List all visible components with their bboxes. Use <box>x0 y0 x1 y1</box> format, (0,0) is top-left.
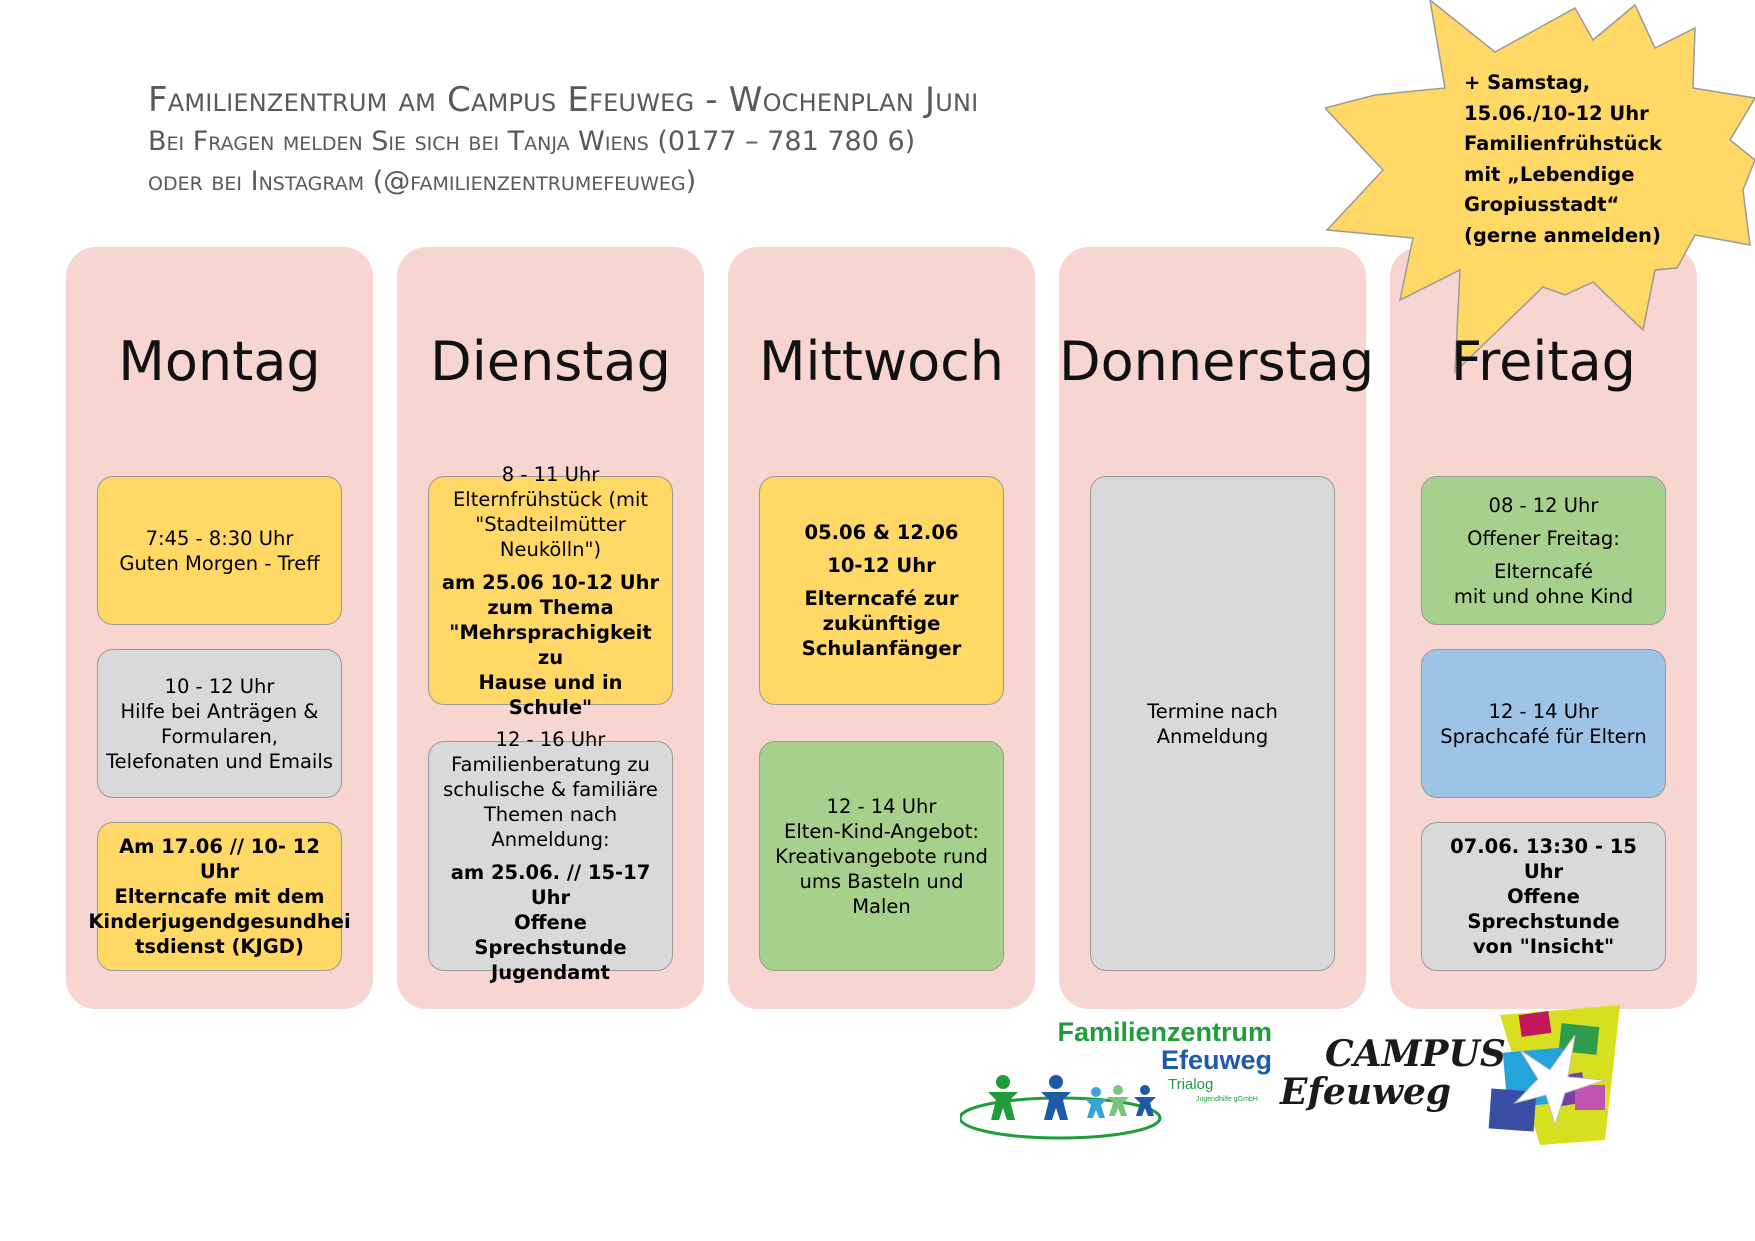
star-line: mit „Lebendige <box>1464 162 1635 186</box>
event-box-freitag-2: 12 - 14 Uhr Sprachcafé für Eltern <box>1421 649 1666 798</box>
logo-text: Trialog <box>1168 1076 1214 1093</box>
event-line: Hause und in Schule" <box>478 670 623 719</box>
event-line: von "Insicht" <box>1472 935 1615 958</box>
event-box-montag-3: Am 17.06 // 10- 12 Uhr Elterncafe mit de… <box>88 822 351 971</box>
event-line: Anmeldung: <box>491 828 610 851</box>
event-line: Elten-Kind-Angebot: <box>784 819 979 843</box>
event-line: Anmeldung <box>1156 724 1269 748</box>
day-title-montag: Montag <box>118 330 321 393</box>
column-donnerstag: Donnerstag Termine nach Anmeldung <box>1059 247 1375 1009</box>
day-title-mittwoch: Mittwoch <box>758 330 1005 393</box>
ivy-leaf-icon <box>1488 1005 1620 1145</box>
event-line: Formularen, <box>161 724 278 748</box>
event-line: Jugendamt <box>491 961 610 984</box>
starburst-text: + Samstag, 15.06./10-12 Uhr Familienfrüh… <box>1464 68 1674 251</box>
familienzentrum-logo: Familienzentrum Efeuweg Trialog Jugendhi… <box>960 1010 1280 1140</box>
instagram-line: oder bei Instagram (@familienzentrumefeu… <box>148 166 697 197</box>
campus-efeuweg-logo: CAMPUS Efeuweg <box>1280 1005 1640 1145</box>
event-line: zum Thema <box>487 595 614 619</box>
event-line: 10 - 12 Uhr <box>164 674 275 698</box>
event-line: Elterncafé zur <box>804 587 959 610</box>
star-line: Gropiusstadt“ <box>1464 193 1620 216</box>
logo-text: Efeuweg <box>1280 1071 1452 1113</box>
event-line: Offene Sprechstunde <box>474 911 627 959</box>
event-line: Hilfe bei Anträgen & <box>120 699 319 723</box>
event-line: mit und ohne Kind <box>1453 584 1634 608</box>
event-line: Elterncafé <box>1494 559 1593 583</box>
event-line: Themen nach <box>483 803 618 826</box>
event-line: Guten Morgen - Treff <box>119 551 320 575</box>
event-line: Termine nach <box>1147 699 1278 723</box>
event-line: ums Basteln und Malen <box>799 869 964 918</box>
event-line: 12 - 16 Uhr <box>495 728 606 751</box>
event-line: 12 - 14 Uhr <box>1488 699 1599 723</box>
event-box-montag-1: 7:45 - 8:30 Uhr Guten Morgen - Treff <box>97 476 342 625</box>
event-line: 07.06. 13:30 - 15 Uhr <box>1450 835 1637 883</box>
event-line: Elternfrühstück (mit <box>452 487 649 511</box>
logo-text: CAMPUS <box>1325 1033 1506 1075</box>
event-line: "Mehrsprachigkeit zu <box>449 620 652 669</box>
event-box-freitag-3: 07.06. 13:30 - 15 Uhr Offene Sprechstund… <box>1421 822 1666 971</box>
logo-text: Jugendhilfe gGmbH <box>1196 1096 1258 1103</box>
event-line: 08 - 12 Uhr <box>1488 493 1599 517</box>
star-line: (gerne anmelden) <box>1464 223 1661 247</box>
event-line: zukünftige <box>822 612 941 635</box>
logo-text: Familienzentrum <box>1057 1017 1272 1047</box>
event-box-montag-2: 10 - 12 Uhr Hilfe bei Anträgen & Formula… <box>97 649 342 798</box>
event-line: 12 - 14 Uhr <box>826 794 937 818</box>
star-line: Familienfrühstück <box>1464 132 1663 155</box>
event-box-freitag-1: 08 - 12 Uhr Offener Freitag: Elterncafé … <box>1421 476 1666 625</box>
starburst-badge <box>1325 0 1755 374</box>
day-title-freitag: Freitag <box>1451 330 1636 393</box>
column-dienstag: Dienstag 8 - 11 Uhr Elternfrühstück (mit… <box>397 247 704 1009</box>
day-title-donnerstag: Donnerstag <box>1059 330 1375 393</box>
event-line: Elterncafe mit dem <box>114 885 325 908</box>
event-line: Familienberatung zu <box>451 753 650 776</box>
page-header: Familienzentrum am Campus Efeuweg - Woch… <box>148 78 978 202</box>
event-line: "Stadteilmütter <box>475 512 626 536</box>
event-line: Telefonaten und Emails <box>106 749 333 773</box>
event-line: schulische & familiäre <box>443 778 658 801</box>
event-line: 7:45 - 8:30 Uhr <box>145 526 294 550</box>
event-line: Kinderjugendgesundhei <box>88 910 351 933</box>
column-mittwoch: Mittwoch 05.06 & 12.06 10-12 Uhr Elternc… <box>728 247 1035 1009</box>
event-line: Am 17.06 // 10- 12 Uhr <box>119 835 320 883</box>
event-box-mittwoch-2: 12 - 14 Uhr Elten-Kind-Angebot: Kreativa… <box>759 741 1004 971</box>
event-box-mittwoch-1: 05.06 & 12.06 10-12 Uhr Elterncafé zur z… <box>759 476 1004 705</box>
event-box-dienstag-1: 8 - 11 Uhr Elternfrühstück (mit "Stadtei… <box>428 463 673 719</box>
event-line: Sprachcafé für Eltern <box>1440 724 1647 748</box>
event-line: Schulanfänger <box>801 637 962 660</box>
day-title-dienstag: Dienstag <box>430 330 671 393</box>
event-line: 10-12 Uhr <box>827 554 936 577</box>
event-line: Offener Freitag: <box>1467 526 1620 550</box>
family-figures-icon <box>960 1075 1162 1140</box>
contact-line: Bei Fragen melden Sie sich bei Tanja Wie… <box>148 126 916 157</box>
event-line: am 25.06 10-12 Uhr <box>441 570 660 594</box>
event-line: tsdienst (KJGD) <box>135 935 304 958</box>
star-line: 15.06./10-12 Uhr <box>1464 101 1649 125</box>
page-title: Familienzentrum am Campus Efeuweg - Woch… <box>148 80 979 120</box>
star-line: + Samstag, <box>1464 71 1591 94</box>
column-freitag: 08 - 12 Uhr Offener Freitag: Elterncafé … <box>1390 247 1697 1009</box>
event-line: 05.06 & 12.06 <box>804 521 959 544</box>
event-line: Offene Sprechstunde <box>1467 885 1620 933</box>
event-line: 8 - 11 Uhr <box>501 462 600 486</box>
event-box-dienstag-2: 12 - 16 Uhr Familienberatung zu schulisc… <box>428 728 673 984</box>
event-line: Neukölln") <box>499 537 602 561</box>
event-line: Kreativangebote rund <box>775 844 988 868</box>
event-box-donnerstag-1: Termine nach Anmeldung <box>1090 476 1335 971</box>
column-montag: Montag 7:45 - 8:30 Uhr Guten Morgen - Tr… <box>66 247 373 1009</box>
logo-text: Efeuweg <box>1160 1045 1272 1075</box>
event-line: am 25.06. // 15-17 Uhr <box>450 861 651 909</box>
